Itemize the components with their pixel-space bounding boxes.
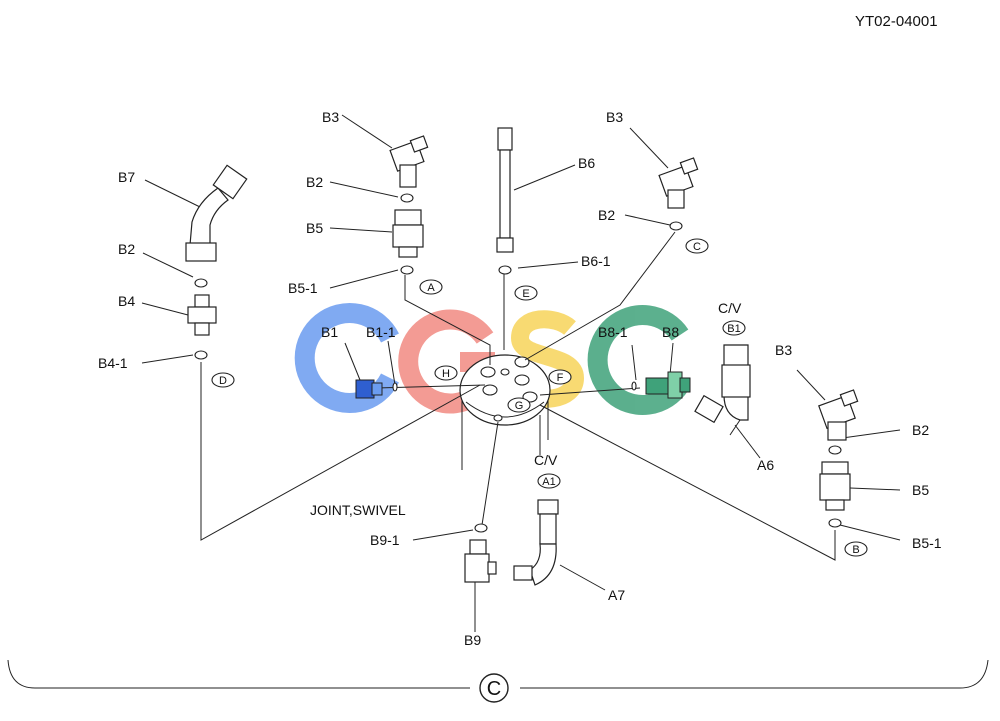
label-cv-top: C/V bbox=[718, 300, 742, 316]
label-b2-b: B2 bbox=[912, 422, 929, 438]
part-b3-right bbox=[658, 157, 699, 209]
label-b6-1: B6-1 bbox=[581, 253, 611, 269]
ring-b5-1-a bbox=[400, 265, 414, 275]
label-b8-1: B8-1 bbox=[598, 324, 628, 340]
ring-b2-a bbox=[400, 193, 414, 203]
label-b1: B1 bbox=[321, 324, 338, 340]
label-b5-a: B5 bbox=[306, 220, 323, 236]
label-b2-a: B2 bbox=[306, 174, 323, 190]
port-b1: B1 bbox=[727, 323, 740, 335]
part-b7-elbow bbox=[185, 164, 248, 262]
label-b5-b: B5 bbox=[912, 482, 929, 498]
part-b1-fitting bbox=[355, 379, 383, 399]
ring-b6-1 bbox=[498, 265, 512, 275]
ring-b8-1 bbox=[631, 381, 637, 391]
part-b3-left bbox=[389, 135, 429, 188]
part-b5-lower-right bbox=[819, 461, 851, 511]
main-title: JOINT,SWIVEL bbox=[310, 502, 406, 518]
port-c: C bbox=[693, 241, 701, 253]
figure-marker-text: C bbox=[487, 678, 501, 700]
label-b9-1: B9-1 bbox=[370, 532, 400, 548]
doc-code: YT02-04001 bbox=[855, 13, 938, 30]
port-f: F bbox=[557, 372, 564, 384]
label-b5-1-a: B5-1 bbox=[288, 280, 318, 296]
part-b5-left bbox=[392, 209, 424, 258]
port-g: G bbox=[515, 400, 524, 412]
port-a: A bbox=[427, 282, 435, 294]
ring-b1-1 bbox=[392, 382, 398, 392]
part-b9-fitting bbox=[464, 539, 497, 583]
part-b6-pipe bbox=[496, 127, 514, 253]
port-a1: A1 bbox=[542, 476, 555, 488]
label-b8: B8 bbox=[662, 324, 679, 340]
leader-lines bbox=[141, 114, 901, 632]
watermark-s bbox=[510, 310, 585, 408]
label-b4-1: B4-1 bbox=[98, 355, 128, 371]
ring-b9-1 bbox=[474, 523, 488, 533]
part-b3-lower-right bbox=[818, 389, 859, 441]
label-a6: A6 bbox=[757, 457, 774, 473]
watermark-c1 bbox=[294, 303, 399, 413]
label-cv-bottom: C/V bbox=[534, 452, 558, 468]
label-b3-b: B3 bbox=[775, 342, 792, 358]
ring-b2-d bbox=[194, 278, 208, 288]
port-h: H bbox=[442, 368, 450, 380]
part-a7-hose bbox=[513, 499, 559, 586]
label-b9: B9 bbox=[464, 632, 481, 648]
part-b8-fitting bbox=[645, 371, 691, 399]
label-b2-c: B2 bbox=[598, 207, 615, 223]
ring-b2-c bbox=[669, 221, 683, 231]
part-b4-adapter bbox=[187, 294, 217, 336]
label-b6: B6 bbox=[578, 155, 595, 171]
ring-b2-b bbox=[828, 445, 842, 455]
label-b1-1: B1-1 bbox=[366, 324, 396, 340]
part-labels: YT02-04001 JOINT,SWIVEL B3 B2 B5 B5-1 B6… bbox=[98, 13, 942, 648]
port-e: E bbox=[522, 288, 529, 300]
label-a7: A7 bbox=[608, 587, 625, 603]
figure-bracket bbox=[7, 659, 989, 689]
port-markers: A E C D H F G B B1 A1 bbox=[211, 238, 868, 557]
ring-b5-1-b bbox=[828, 518, 842, 528]
label-b5-1-b: B5-1 bbox=[912, 535, 942, 551]
watermark-c2 bbox=[587, 305, 689, 415]
label-b3-a: B3 bbox=[322, 109, 339, 125]
label-b4: B4 bbox=[118, 293, 135, 309]
part-a6-hose bbox=[694, 344, 751, 436]
figure-marker-circle bbox=[479, 673, 509, 703]
port-b: B bbox=[852, 544, 859, 556]
label-b7: B7 bbox=[118, 169, 135, 185]
label-b2-d: B2 bbox=[118, 241, 135, 257]
port-d: D bbox=[219, 375, 227, 387]
ring-b4-1 bbox=[194, 350, 208, 360]
label-b3-c: B3 bbox=[606, 109, 623, 125]
